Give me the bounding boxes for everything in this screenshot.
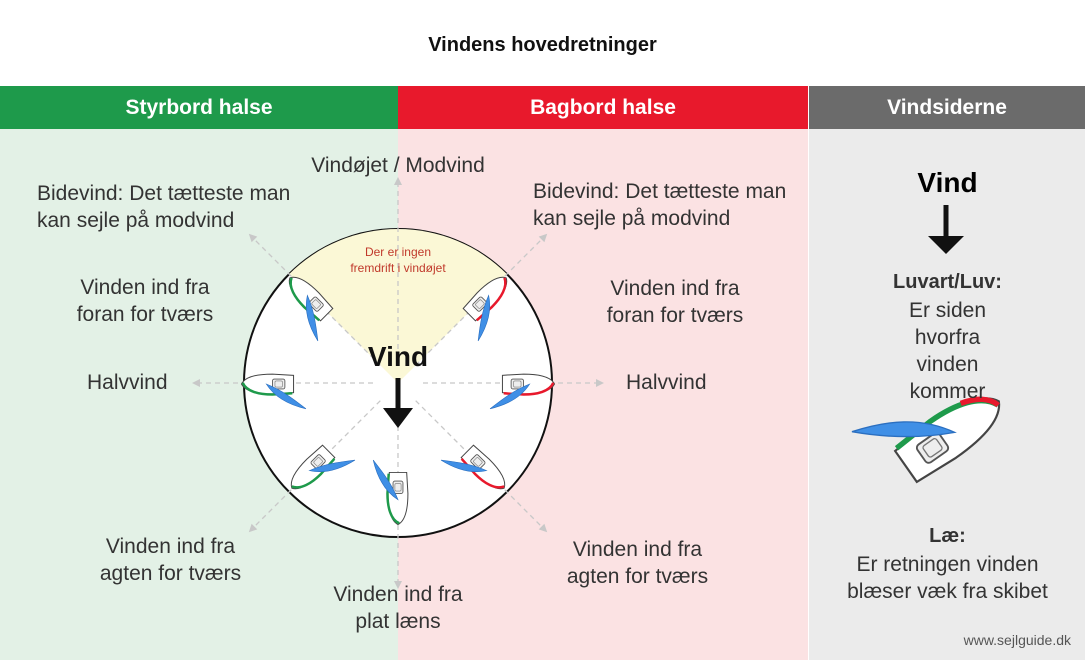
port-header: Bagbord halse bbox=[398, 86, 808, 129]
starboard-close-hauled-label: Bidevind: Det tætteste man kan sejle på … bbox=[37, 182, 291, 232]
sail-icon bbox=[308, 459, 356, 473]
hull-side-stripe bbox=[460, 457, 505, 489]
no-drive-text-line2: fremdrift i vindøjet bbox=[350, 261, 446, 275]
port-beam-reach-label: Halvvind bbox=[626, 371, 707, 394]
hull-bow-stripe bbox=[959, 396, 1000, 408]
starboard-header: Styrbord halse bbox=[0, 86, 398, 129]
center-wind-label: Vind bbox=[368, 341, 428, 372]
hull-side-stripe bbox=[386, 473, 400, 525]
sides-wind-arrow-head bbox=[928, 236, 964, 254]
sail-icon bbox=[851, 421, 957, 438]
port-broad-reach-label: Vinden ind fra agten for tværs bbox=[566, 538, 709, 588]
boat-port-beam-reach bbox=[489, 373, 556, 410]
no-drive-text-line1: Der er ingen bbox=[365, 245, 431, 259]
no-drive-zone bbox=[289, 229, 507, 383]
sail-icon bbox=[440, 459, 488, 473]
hull-side-stripe bbox=[289, 277, 321, 322]
ray-arrow-up bbox=[394, 177, 402, 185]
sail-icon bbox=[489, 383, 531, 410]
hull-side-stripe bbox=[475, 277, 507, 322]
boat-run bbox=[372, 459, 409, 526]
windward-leeward-boat bbox=[851, 382, 1013, 486]
run-label: Vinden ind fra plat læns bbox=[333, 583, 463, 633]
ray-arrow-ne bbox=[538, 233, 548, 243]
boat-starboard-close-hauled bbox=[282, 270, 335, 342]
hull-side-stripe bbox=[291, 457, 336, 489]
sail-icon bbox=[265, 383, 307, 410]
wind-sides-header: Vindsiderne bbox=[809, 86, 1085, 129]
sail-icon bbox=[477, 294, 491, 342]
starboard-broad-reach-label: Vinden ind fra agten for tværs bbox=[99, 535, 242, 585]
leeward-text: Er retningen vinden blæser væk fra skibe… bbox=[847, 553, 1048, 603]
page-title: Vindens hovedretninger bbox=[428, 34, 657, 56]
sail-icon bbox=[305, 294, 319, 342]
boat-starboard-beam-reach bbox=[240, 373, 307, 410]
ray-arrow-se bbox=[538, 523, 548, 533]
windward-title: Luvart/Luv: bbox=[893, 271, 1002, 293]
starboard-close-reach-label: Vinden ind fra foran for tværs bbox=[76, 276, 214, 326]
ray-arrow-sw bbox=[248, 523, 258, 533]
boat-starboard-broad-reach bbox=[284, 443, 356, 496]
port-close-reach-label: Vinden ind fra foran for tværs bbox=[606, 277, 744, 327]
sides-wind-label: Vind bbox=[917, 167, 978, 198]
upwind-label: Vindøjet / Modvind bbox=[311, 154, 485, 177]
ray-arrow-nw bbox=[248, 233, 258, 243]
hull-side-stripe bbox=[503, 382, 555, 396]
wind-arrow-head bbox=[383, 408, 413, 428]
ray-arrow-e bbox=[596, 379, 604, 387]
boat-port-broad-reach bbox=[440, 443, 512, 496]
website-footer: www.sejlguide.dk bbox=[963, 632, 1071, 648]
ray-arrow-s bbox=[394, 581, 402, 589]
port-close-hauled-label: Bidevind: Det tætteste man kan sejle på … bbox=[533, 180, 787, 230]
windward-text: Er siden hvorfra vinden kommer bbox=[908, 299, 987, 403]
starboard-beam-reach-label: Halvvind bbox=[87, 371, 168, 394]
sail-icon bbox=[372, 459, 399, 501]
ray-arrow-w bbox=[192, 379, 200, 387]
hull-side-stripe bbox=[241, 382, 293, 396]
boat-port-close-hauled bbox=[461, 270, 514, 342]
leeward-title: Læ: bbox=[929, 525, 966, 547]
